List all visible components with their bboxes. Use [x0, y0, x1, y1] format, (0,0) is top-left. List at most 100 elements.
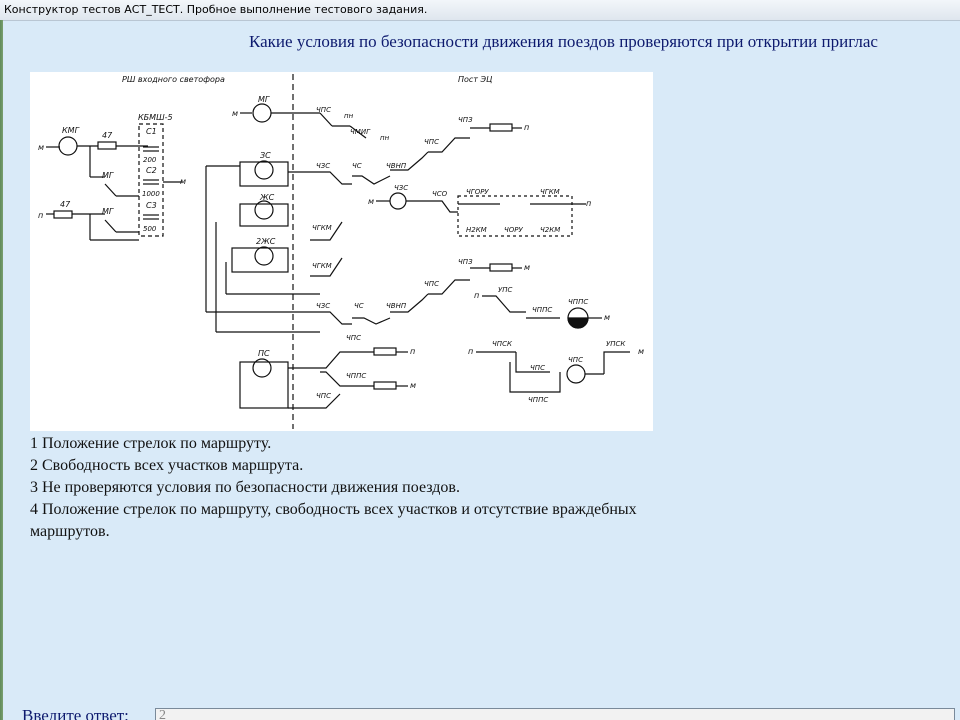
chpsk1-label: ЧПСК — [492, 340, 513, 348]
kmg-coil — [58, 136, 78, 156]
answer-option-4: 4 Положение стрелок по маршруту, свободн… — [30, 501, 637, 540]
pole-m-6: м — [604, 313, 610, 322]
cps1-label: ЧПС — [316, 106, 331, 114]
pole-p-5: п — [468, 347, 473, 356]
c1v-label: 200 — [143, 156, 157, 164]
dashed-block — [457, 195, 573, 237]
pn1-label: пн — [344, 112, 354, 120]
chs1-label: ЧС — [352, 162, 362, 170]
pole-m-1: м — [38, 143, 44, 152]
answer-option-2: 2 Свободность всех участков маршрута. — [30, 457, 304, 474]
chpps3-label: ЧППС — [528, 396, 548, 404]
answer-option-1: 1 Положение стрелок по маршруту. — [30, 435, 272, 452]
fuse-3 — [373, 347, 397, 356]
pole-m-8: м — [410, 381, 416, 390]
answer-input-row: Введите ответ: — [22, 704, 960, 720]
pn2-label: пн — [380, 134, 390, 142]
pole-m-7: м — [638, 347, 644, 356]
answer-options: 1 Положение стрелок по маршруту. 2 Свобо… — [30, 433, 670, 543]
c3v-label: 500 — [143, 225, 157, 233]
chory-label: ЧОРУ — [504, 226, 524, 234]
zzhs-label: 2ЖС — [256, 237, 276, 246]
chs2-label: ЧС — [354, 302, 364, 310]
circuit-diagram: РШ входного светофора Пост ЭЦ м КМГ 47 К… — [30, 72, 653, 431]
cps3-label: ЧПС — [424, 280, 439, 288]
r47b-label: 47 — [60, 200, 71, 209]
c1-label: С1 — [146, 127, 157, 136]
zhs-coil — [254, 200, 274, 220]
chvnp2-label: ЧВНП — [386, 302, 407, 310]
mg-top-coil — [252, 103, 272, 123]
c2-label: С2 — [146, 166, 157, 175]
zhs-label: ЖС — [259, 193, 275, 202]
kmg-label: КМГ — [62, 126, 80, 135]
answer-input-label: Введите ответ: — [22, 706, 129, 720]
mg2-label: МГ — [102, 207, 114, 216]
chpz2-label: ЧПЗ — [458, 258, 473, 266]
zzhs-coil — [254, 246, 274, 266]
zs-label: ЗС — [260, 151, 271, 160]
pole-p-1: п — [38, 211, 43, 220]
zzhs-frame — [231, 247, 289, 273]
chmig-label: ЧМИГ — [350, 128, 371, 136]
chps5-label: ЧПС — [568, 356, 583, 364]
resistor-47b — [53, 210, 73, 219]
chpz1-label: ЧПЗ — [458, 116, 473, 124]
diagram-right-header: Пост ЭЦ — [458, 75, 492, 84]
pole-p-4: п — [474, 291, 479, 300]
kbmsh-label: КБМШ-5 — [138, 113, 173, 122]
n2km-label: Н2КМ — [466, 226, 487, 234]
chzs-coil — [389, 192, 407, 210]
chpps4-label: ЧППС — [346, 372, 366, 380]
chzs3-label: ЧЗС — [316, 302, 330, 310]
window-frame-left — [0, 20, 3, 720]
pole-m-4: м — [368, 197, 374, 206]
r47a-label: 47 — [102, 131, 113, 140]
fuse-1 — [489, 123, 513, 132]
chvnp1-label: ЧВНП — [386, 162, 407, 170]
answer-input[interactable] — [155, 708, 955, 720]
cps2-label: ЧПС — [424, 138, 439, 146]
chzs2-label: ЧЗС — [394, 184, 408, 192]
chgkm2-label: ЧГКМ — [312, 262, 332, 270]
zs-frame — [239, 161, 289, 187]
pole-m-2: м — [180, 177, 186, 186]
zhs-frame — [239, 203, 289, 227]
chgoru-label: ЧГОРУ — [466, 188, 489, 196]
chgkm1-label: ЧГКМ — [312, 224, 332, 232]
kbmsh-box — [138, 123, 164, 237]
chpps1-label: ЧППС — [532, 306, 552, 314]
ps-coil — [252, 358, 272, 378]
chso-label: ЧСО — [432, 190, 448, 198]
cps6-label: ЧПС — [346, 334, 361, 342]
cps7-label: ЧПС — [316, 392, 331, 400]
mg-top-label: МГ — [258, 95, 270, 104]
pole-p-2: п — [524, 123, 529, 132]
pole-p-3: п — [586, 199, 591, 208]
ps-label: ПС — [258, 349, 270, 358]
resistor-47a — [97, 141, 117, 150]
ps-frame — [239, 361, 289, 409]
chps4-label: ЧПС — [530, 364, 545, 372]
upsk-label: УПСК — [606, 340, 626, 348]
fuse-2 — [489, 263, 513, 272]
pole-m-3: м — [232, 109, 238, 118]
ch2km-label: Ч2КМ — [540, 226, 560, 234]
window-title: Конструктор тестов АСТ_ТЕСТ. Пробное вып… — [4, 3, 428, 16]
answer-option-3: 3 Не проверяются условия по безопасности… — [30, 479, 460, 496]
c2v-label: 1000 — [142, 190, 160, 198]
window-titlebar: Конструктор тестов АСТ_ТЕСТ. Пробное вып… — [0, 0, 960, 21]
question-text: Какие условия по безопасности движения п… — [249, 32, 878, 51]
chzs1-label: ЧЗС — [316, 162, 330, 170]
zs-coil — [254, 160, 274, 180]
pole-p-6: п — [410, 347, 415, 356]
pole-m-5: м — [524, 263, 530, 272]
diagram-left-header: РШ входного светофора — [122, 75, 225, 84]
chps-coil — [566, 364, 586, 384]
ups1-label: УПС — [498, 286, 513, 294]
fuse-4 — [373, 381, 397, 390]
chgkm-label: ЧГКМ — [540, 188, 560, 196]
c3-label: С3 — [146, 201, 157, 210]
mg1-label: МГ — [102, 171, 114, 180]
chpps2-label: ЧППС — [568, 298, 588, 306]
